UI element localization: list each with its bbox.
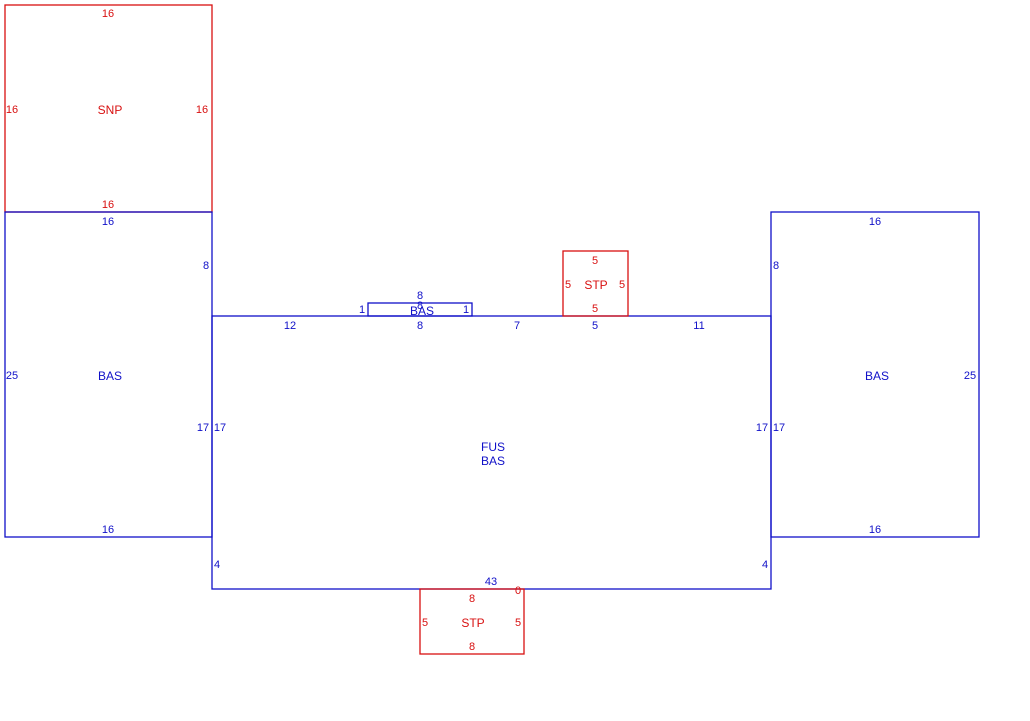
bas-small-dim-right: 1: [463, 304, 469, 316]
stp-bottom-dim-left: 5: [422, 617, 428, 629]
snp-label: SNP: [98, 103, 123, 117]
fus-dim-right-upper: 17: [756, 422, 768, 434]
stp-top-dim-bottom: 5: [592, 303, 598, 315]
stp-top-dim-left: 5: [565, 279, 571, 291]
fus-dim-top-seg1: 12: [284, 320, 296, 332]
stp-top-dim-right: 5: [619, 279, 625, 291]
fus-dim-right-lower: 4: [762, 559, 768, 571]
snp-dim-bottom: 16: [102, 199, 114, 211]
bas-left-label: BAS: [98, 369, 122, 383]
fus-dim-top-seg3: 7: [514, 320, 520, 332]
bas-right-dim-bottom: 16: [869, 524, 881, 536]
bas-right-dim-left-upper: 8: [773, 260, 779, 272]
fus-dim-top-seg2: 8: [417, 320, 423, 332]
snp-dim-right: 16: [196, 104, 208, 116]
stp-bottom-outline: [419, 588, 525, 655]
fus-bas-label: BAS: [481, 454, 505, 468]
stp-top-outline: [562, 250, 629, 317]
snp-dim-top: 16: [102, 8, 114, 20]
bas-small-dim-inner: 8: [417, 300, 423, 312]
bas-right-dim-right: 25: [964, 370, 976, 382]
snp-dim-left: 16: [6, 104, 18, 116]
fus-label: FUS: [481, 440, 505, 454]
stp-bottom-dim-right: 5: [515, 617, 521, 629]
bas-small-dim-left: 1: [359, 304, 365, 316]
bas-right-dim-left-lower: 17: [773, 422, 785, 434]
fus-dim-left-lower: 4: [214, 559, 220, 571]
stp-bottom-dim-top: 8: [469, 593, 475, 605]
bas-small-label: BAS: [410, 304, 434, 318]
bas-right-label: BAS: [865, 369, 889, 383]
stp-bottom-dim-corner: 0: [515, 585, 521, 597]
stp-bottom-dim-bottom: 8: [469, 641, 475, 653]
bas-left-dim-top: 16: [102, 216, 114, 228]
bas-left-dim-bottom: 16: [102, 524, 114, 536]
bas-small-dim-top: 8: [417, 290, 423, 302]
fus-dim-bottom: 43: [485, 576, 497, 588]
bas-left-dim-right-lower: 17: [197, 422, 209, 434]
fus-dim-left-upper: 17: [214, 422, 226, 434]
fus-dim-top-seg5: 11: [693, 320, 704, 332]
bas-left-dim-right-upper: 8: [203, 260, 209, 272]
bas-right-dim-top: 16: [869, 216, 881, 228]
stp-bottom-label: STP: [461, 616, 484, 630]
stp-top-label: STP: [584, 278, 607, 292]
stp-top-dim-top: 5: [592, 255, 598, 267]
bas-left-dim-left: 25: [6, 370, 18, 382]
bas-small-outline: [367, 302, 473, 317]
fus-dim-top-seg4: 5: [592, 320, 598, 332]
